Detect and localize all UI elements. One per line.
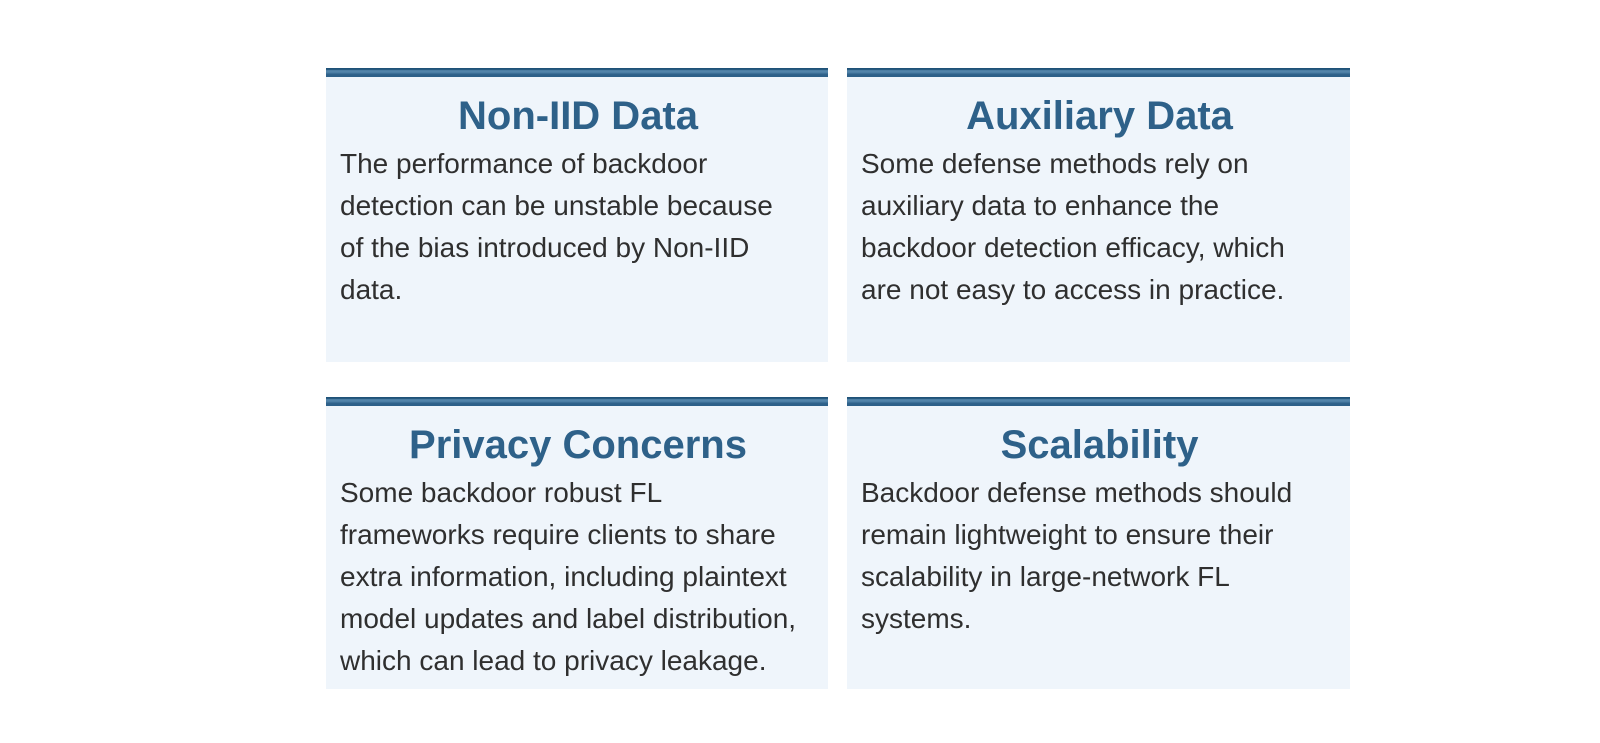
card-top-bar	[847, 397, 1350, 406]
card-top-bar	[326, 397, 828, 406]
challenge-cards-grid: Non-IID Data The performance of backdoor…	[326, 68, 1350, 689]
card-title: Scalability	[1000, 423, 1199, 467]
card-body: Auxiliary Data Some defense methods rely…	[847, 77, 1350, 362]
card-text: Backdoor defense methods should remain l…	[861, 477, 1293, 634]
card-body: Scalability Backdoor defense methods sho…	[847, 406, 1350, 689]
card-title: Non-IID Data	[458, 94, 698, 138]
card-title: Privacy Concerns	[409, 423, 747, 467]
card-text: The performance of backdoor detection ca…	[340, 148, 773, 305]
card-body: Privacy Concerns Some backdoor robust FL…	[326, 406, 828, 689]
card-privacy-concerns: Privacy Concerns Some backdoor robust FL…	[326, 397, 828, 689]
card-non-iid-data: Non-IID Data The performance of backdoor…	[326, 68, 828, 362]
card-text: Some backdoor robust FL frameworks requi…	[340, 477, 797, 676]
card-auxiliary-data: Auxiliary Data Some defense methods rely…	[847, 68, 1350, 362]
card-title: Auxiliary Data	[966, 94, 1233, 138]
card-top-bar	[847, 68, 1350, 77]
card-scalability: Scalability Backdoor defense methods sho…	[847, 397, 1350, 689]
card-body: Non-IID Data The performance of backdoor…	[326, 77, 828, 362]
card-text: Some defense methods rely on auxiliary d…	[861, 148, 1285, 305]
card-top-bar	[326, 68, 828, 77]
